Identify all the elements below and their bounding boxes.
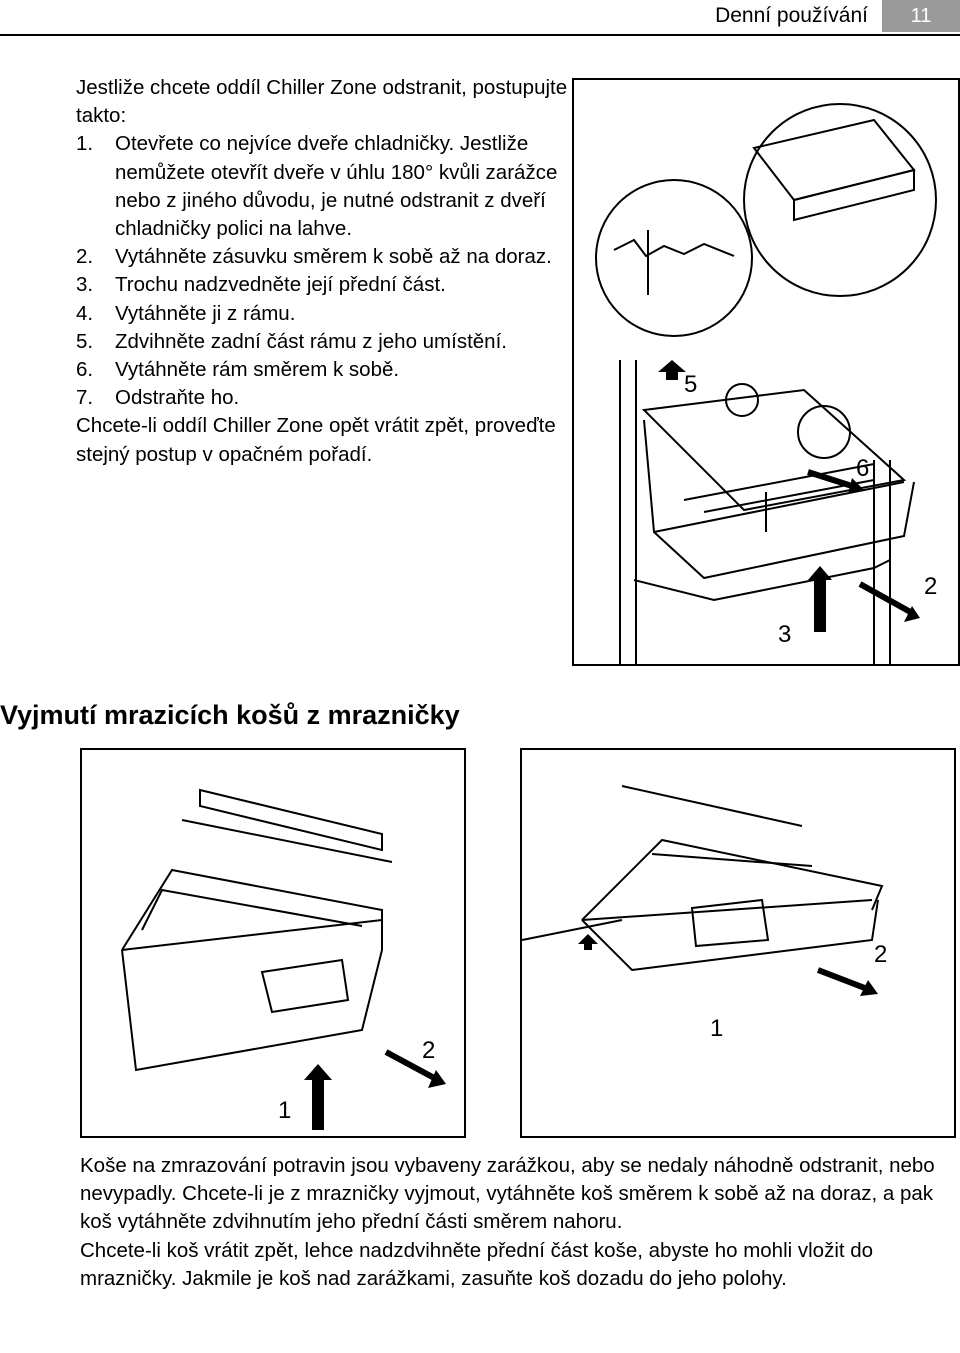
step-item: 6. Vytáhněte rám směrem k sobě. (76, 356, 576, 384)
step-item: 7. Odstraňte ho. (76, 384, 576, 412)
step-number: 2. (76, 245, 94, 269)
paragraph: Koše na zmrazování potravin jsou vybaven… (80, 1154, 935, 1234)
label-one: 1 (278, 1097, 291, 1124)
step-text: Odstraňte ho. (115, 386, 240, 410)
step-item: 2. Vytáhněte zásuvku směrem k sobě až na … (76, 243, 576, 271)
step-item: 4. Vytáhněte ji z rámu. (76, 300, 576, 328)
step-text: Vytáhněte zásuvku směrem k sobě až na do… (115, 245, 552, 269)
step-item: 3. Trochu nadzvedněte její přední část. (76, 271, 576, 299)
step-number: 4. (76, 301, 94, 325)
label-two: 2 (422, 1037, 435, 1064)
out-arrow-icon (384, 1049, 440, 1083)
label-six: 6 (856, 455, 869, 482)
up-arrow-icon (304, 1064, 332, 1130)
steps-list: 1. Otevřete co nejvíce dveře chladničky. … (76, 130, 576, 412)
basket-removal-text: Koše na zmrazování potravin jsou vybaven… (80, 1152, 950, 1293)
step-item: 1. Otevřete co nejvíce dveře chladničky. … (76, 130, 576, 243)
page-header: Denní používání 11 (0, 0, 960, 36)
chapter-title: Denní používání (715, 4, 868, 27)
step-number: 3. (76, 273, 94, 297)
up-arrow-icon (808, 566, 832, 632)
header-rule (0, 34, 960, 36)
out-arrow-icon (816, 967, 872, 993)
step-number: 7. (76, 386, 94, 410)
step-text: Otevřete co nejvíce dveře chladničky. Je… (115, 132, 558, 241)
step-number: 5. (76, 329, 94, 353)
label-five: 5 (684, 371, 697, 398)
step-item: 5. Zdvihněte zadní část rámu z jeho umíst… (76, 328, 576, 356)
page-number: 11 (882, 0, 960, 32)
basket-right-drawing: 2 1 (522, 785, 887, 1042)
chiller-removal-instructions: Jestliže chcete oddíl Chiller Zone odstr… (76, 74, 576, 469)
freezer-basket-illustration-right: 2 1 (520, 748, 956, 1138)
out-arrow-icon (807, 469, 853, 489)
out-arrow-icon (858, 581, 916, 617)
label-two: 2 (924, 573, 937, 600)
freezer-basket-illustration-left: 2 1 (80, 748, 466, 1138)
step-text: Trochu nadzvedněte její přední část. (115, 273, 446, 297)
section-title: Vyjmutí mrazicích košů z mrazničky (0, 700, 460, 730)
label-one: 1 (710, 1015, 723, 1042)
intro-lead: Jestliže chcete oddíl Chiller Zone odstr… (76, 76, 568, 128)
chiller-zone-illustration: 5 6 2 3 (572, 78, 960, 666)
basket-left-drawing: 2 1 (121, 788, 446, 1130)
paragraph: Chcete-li koš vrátit zpět, lehce nadzdvi… (80, 1238, 874, 1290)
label-two: 2 (874, 941, 887, 968)
step-text: Zdvihněte zadní část rámu z jeho umístěn… (115, 329, 507, 353)
step-number: 1. (76, 132, 94, 156)
chiller-zone-drawing: 5 6 2 3 (595, 103, 937, 664)
intro-closing: Chcete-li oddíl Chiller Zone opět vrátit… (76, 414, 556, 466)
label-three: 3 (778, 621, 791, 648)
step-number: 6. (76, 358, 94, 382)
up-arrow-icon (658, 360, 686, 380)
up-arrow-icon (578, 934, 598, 950)
step-text: Vytáhněte ji z rámu. (115, 301, 296, 325)
step-text: Vytáhněte rám směrem k sobě. (115, 358, 400, 382)
